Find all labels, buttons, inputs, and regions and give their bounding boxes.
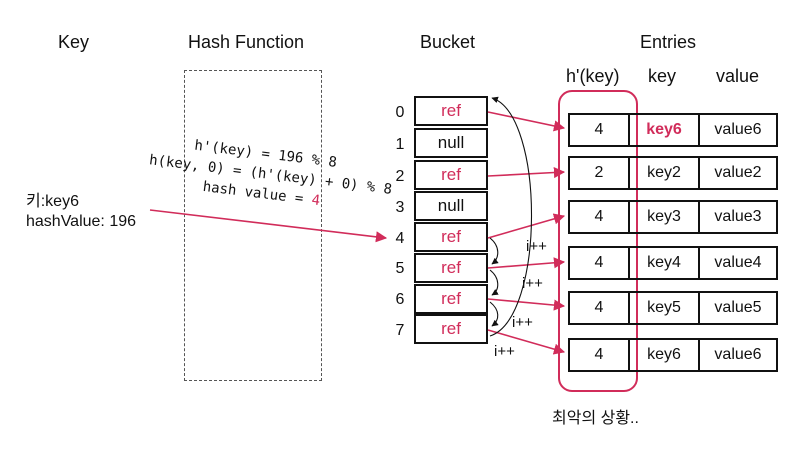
bucket-cell-4: ref — [414, 222, 488, 252]
entry-key-cell: key3 — [630, 202, 700, 232]
probe-arc-5-to-6 — [489, 269, 499, 296]
bucket-cell-5: ref — [414, 253, 488, 283]
probe-arc-4-to-5 — [489, 237, 499, 265]
entry-key-cell-highlighted: key6 — [630, 115, 700, 145]
entry-hkey-cell: 4 — [570, 293, 630, 323]
bucket-cell-7: ref — [414, 314, 488, 344]
entry-key-cell: key6 — [630, 340, 700, 370]
probe-label-4: i++ — [494, 343, 515, 360]
entry-value-cell: value3 — [714, 208, 762, 225]
key-name-text: 키:key6 — [26, 193, 79, 210]
entry-value-cell: value6 — [714, 346, 762, 363]
entry-hkey-cell: 4 — [570, 340, 630, 370]
bucket-header: Bucket — [420, 32, 476, 52]
entry-row-2: 2 key2 value2 — [568, 156, 778, 190]
entry-key-cell: key2 — [630, 158, 700, 188]
key-to-bucket-arrow — [149, 209, 388, 243]
entries-key-column-header: key — [648, 66, 677, 86]
bucket-cell-0: ref — [414, 96, 488, 126]
entry-key-cell: key4 — [630, 248, 700, 278]
hkey-column-highlight — [558, 90, 638, 392]
bucket-0-to-entry-arrow — [487, 111, 566, 132]
entry-hkey-cell: 4 — [570, 248, 630, 278]
entry-hkey-cell: 4 — [570, 115, 630, 145]
entry-value-cell: value2 — [714, 164, 762, 181]
worst-case-caption: 최악의 상황.. — [552, 410, 639, 427]
key-header: Key — [58, 32, 90, 52]
bucket-7-to-entry-arrow — [487, 329, 566, 355]
entry-row-4: 4 key4 value4 — [568, 246, 778, 280]
probe-label-2: i++ — [522, 275, 543, 292]
entry-row-5: 4 key5 value5 — [568, 291, 778, 325]
hash-function-box — [184, 70, 322, 381]
hash-value-text: hashValue: 196 — [26, 213, 137, 230]
entry-row-3: 4 key3 value3 — [568, 200, 778, 234]
bucket-index-6: 6 — [395, 291, 405, 308]
entries-hkey-column-header: h'(key) — [566, 66, 620, 86]
entry-row-1: 4 key6 value6 — [568, 113, 778, 147]
bucket-index-0: 0 — [395, 104, 405, 121]
entry-hkey-cell: 2 — [570, 158, 630, 188]
bucket-4-to-entry-arrow — [487, 213, 566, 239]
entry-hkey-cell: 4 — [570, 202, 630, 232]
probe-arc-7-wrap-to-0 — [489, 96, 533, 337]
entry-key-cell: key5 — [630, 293, 700, 323]
bucket-cell-3: null — [414, 191, 488, 221]
bucket-index-3: 3 — [395, 199, 405, 216]
entry-row-6: 4 key6 value6 — [568, 338, 778, 372]
entry-value-cell: value6 — [714, 121, 762, 138]
entries-value-column-header: value — [716, 66, 760, 86]
bucket-2-to-entry-arrow — [487, 166, 566, 179]
bucket-cell-2: ref — [414, 160, 488, 190]
bucket-index-2: 2 — [395, 168, 405, 185]
bucket-6-to-entry-arrow — [487, 298, 566, 311]
key-input-label: 키:key6 hashValue: 196 — [26, 192, 136, 232]
bucket-5-to-entry-arrow — [487, 257, 566, 269]
bucket-index-1: 1 — [395, 136, 405, 153]
bucket-index-7: 7 — [395, 322, 405, 339]
bucket-cell-1: null — [414, 128, 488, 158]
bucket-index-5: 5 — [395, 260, 405, 277]
probe-label-3: i++ — [512, 314, 533, 331]
hash-function-header: Hash Function — [188, 32, 305, 52]
probe-label-1: i++ — [526, 238, 547, 255]
probe-arc-6-to-7 — [489, 301, 499, 327]
bucket-cell-6: ref — [414, 284, 488, 314]
bucket-index-4: 4 — [395, 230, 405, 247]
entry-value-cell: value4 — [714, 254, 762, 271]
entry-value-cell: value5 — [714, 299, 762, 316]
entries-header: Entries — [640, 32, 697, 52]
